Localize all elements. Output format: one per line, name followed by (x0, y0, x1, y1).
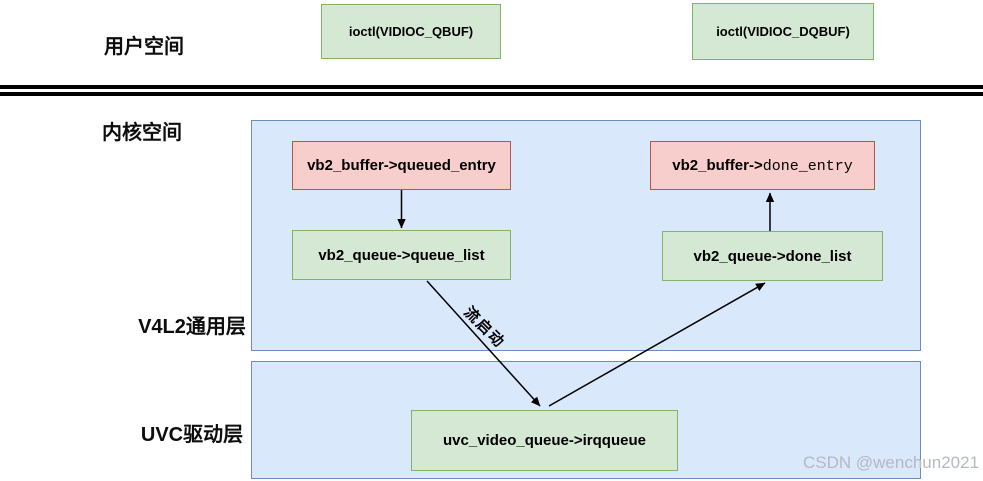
queue-list-label: vb2_queue->queue_list (318, 246, 485, 264)
uvc-layer-label: UVC驱动层 (140, 424, 244, 446)
user-kernel-separator-line-bottom (0, 92, 983, 96)
ioctl-dqbuf-node: ioctl(VIDIOC_DQBUF) (692, 3, 874, 60)
done-list-label: vb2_queue->done_list (693, 247, 852, 265)
done-entry-mono-part: done_entry (762, 157, 853, 175)
queued-entry-node: vb2_buffer->queued_entry (292, 141, 511, 190)
ioctl-dqbuf-label: ioctl(VIDIOC_DQBUF) (716, 24, 850, 39)
user-kernel-separator-line-top (0, 85, 983, 89)
ioctl-qbuf-label: ioctl(VIDIOC_QBUF) (348, 24, 474, 39)
done-entry-label: vb2_buffer->done_entry (672, 156, 853, 175)
user-space-label: 用户空间 (104, 36, 184, 58)
v4l2-layer-label: V4L2通用层 (138, 316, 246, 338)
queue-list-node: vb2_queue->queue_list (292, 230, 511, 280)
done-list-node: vb2_queue->done_list (662, 231, 883, 281)
ioctl-qbuf-node: ioctl(VIDIOC_QBUF) (321, 4, 501, 59)
watermark: CSDN @wenchun2021 (803, 453, 980, 472)
irqqueue-node: uvc_video_queue->irqqueue (411, 410, 678, 471)
queued-entry-label: vb2_buffer->queued_entry (307, 157, 496, 174)
irqqueue-label: uvc_video_queue->irqqueue (443, 432, 646, 449)
kernel-space-label: 内核空间 (102, 122, 182, 144)
done-entry-node: vb2_buffer->done_entry (650, 141, 875, 190)
